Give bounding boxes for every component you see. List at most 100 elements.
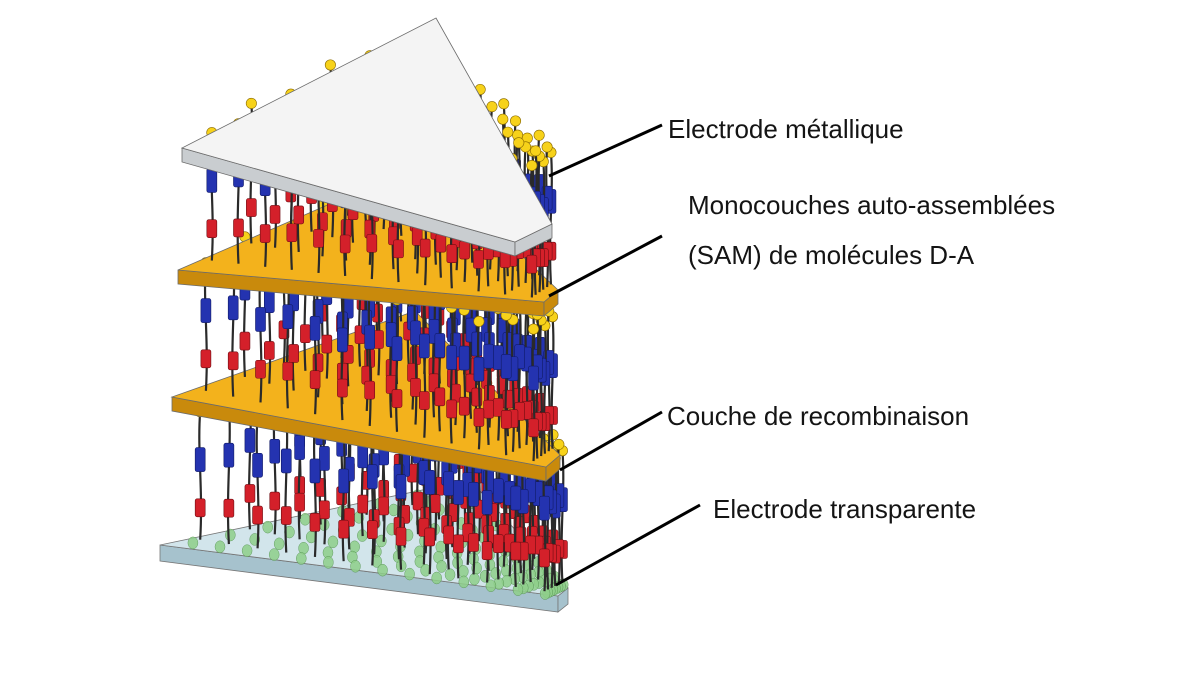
molecule: [206, 127, 218, 261]
acceptor-unit: [288, 344, 299, 363]
molecule-linker: [226, 403, 231, 545]
acceptor-unit: [446, 244, 458, 264]
anchor-bead: [225, 528, 236, 542]
acceptor-unit: [453, 534, 464, 554]
anchor-bead: [241, 544, 253, 557]
molecule-linker: [422, 293, 427, 438]
molecule: [194, 406, 206, 540]
label-electrode-transparente: Electrode transparente: [713, 494, 977, 524]
donor-unit: [500, 354, 512, 379]
molecule-head: [486, 101, 498, 113]
acceptor-unit: [367, 520, 378, 539]
molecule-linker: [449, 307, 454, 444]
molecule-head: [502, 126, 514, 138]
anchor-bead: [350, 560, 361, 573]
acceptor-unit: [200, 349, 212, 369]
acceptor-unit: [493, 534, 504, 553]
anchor-bead: [296, 552, 307, 565]
acceptor-unit: [263, 341, 275, 360]
acceptor-unit: [223, 498, 235, 518]
donor-unit: [410, 320, 421, 346]
label-sam-line1: Monocouches auto-assemblées: [688, 190, 1056, 220]
anchor-bead: [388, 503, 399, 517]
molecule: [446, 301, 458, 444]
donor-unit: [446, 345, 457, 370]
donor-unit: [443, 471, 454, 496]
acceptor-unit: [502, 389, 514, 409]
donor-unit: [309, 458, 321, 484]
acceptor-unit: [233, 218, 244, 238]
molecule: [458, 304, 470, 439]
acceptor-unit: [269, 205, 281, 224]
molecule-head: [473, 315, 485, 327]
acceptor-unit: [286, 223, 298, 243]
donor-unit: [395, 474, 407, 500]
molecule-head: [528, 323, 540, 335]
acceptor-unit: [473, 408, 485, 427]
donor-unit: [282, 304, 294, 329]
molecule-head: [530, 145, 542, 157]
donor-unit: [319, 446, 330, 471]
molecule: [428, 275, 440, 418]
acceptor-unit: [309, 370, 321, 389]
molecule-head: [497, 113, 509, 125]
donor-unit: [453, 480, 464, 505]
donor-unit: [269, 438, 281, 464]
donor-unit: [468, 481, 479, 507]
acceptor-unit: [227, 351, 239, 371]
anchor-bead: [262, 520, 273, 534]
donor-unit: [471, 331, 483, 357]
label-couche-recombinaison: Couche de recombinaison: [667, 401, 970, 431]
donor-unit: [194, 447, 206, 472]
acceptor-unit: [419, 391, 430, 410]
acceptor-unit: [410, 378, 421, 397]
donor-unit: [364, 324, 376, 350]
acceptor-unit: [337, 378, 348, 398]
donor-unit: [481, 490, 493, 515]
label-sam-line2: (SAM) de molécules D-A: [688, 240, 975, 270]
acceptor-unit: [446, 399, 457, 419]
acceptor-unit: [481, 541, 493, 560]
leader-couche-recombinaison: [559, 410, 663, 472]
anchor-bead: [485, 579, 497, 593]
molecule-head: [513, 137, 525, 149]
donor-unit: [337, 327, 348, 353]
acceptor-unit: [468, 533, 479, 552]
anchor-bead: [323, 556, 334, 569]
acceptor-unit: [338, 519, 349, 539]
molecule: [528, 323, 540, 462]
molecule-linker: [517, 304, 522, 449]
leader-electrode-transparente: [555, 503, 701, 587]
acceptor-unit: [255, 359, 266, 379]
molecule: [473, 315, 485, 450]
molecule-linker: [504, 315, 509, 456]
acceptor-unit: [528, 418, 539, 438]
acceptor-unit: [319, 500, 330, 520]
anchor-bead: [299, 513, 311, 526]
donor-unit: [200, 298, 212, 323]
acceptor-unit: [419, 238, 431, 258]
anchor-bead: [273, 537, 285, 551]
molecule-head: [541, 141, 553, 153]
donor-unit: [244, 428, 256, 453]
molecule: [252, 410, 264, 549]
molecule-head: [533, 129, 545, 141]
acceptor-unit: [429, 494, 441, 513]
leader-electrode-metallique: [548, 123, 663, 178]
anchor-bead: [377, 563, 388, 577]
donor-unit: [483, 469, 494, 495]
donor-unit: [424, 470, 436, 495]
donor-unit: [419, 333, 430, 359]
anchor-bead: [187, 536, 199, 550]
acceptor-unit: [239, 331, 251, 351]
molecule-linker: [486, 304, 491, 446]
electrode-metallique-plate-top: [180, 17, 553, 243]
acceptor-unit: [339, 234, 351, 254]
donor-unit: [338, 468, 349, 494]
acceptor-unit: [313, 229, 324, 248]
acceptor-unit: [321, 334, 333, 354]
acceptor-unit: [434, 387, 446, 407]
donor-unit: [367, 464, 378, 489]
anchor-bead: [512, 583, 524, 596]
